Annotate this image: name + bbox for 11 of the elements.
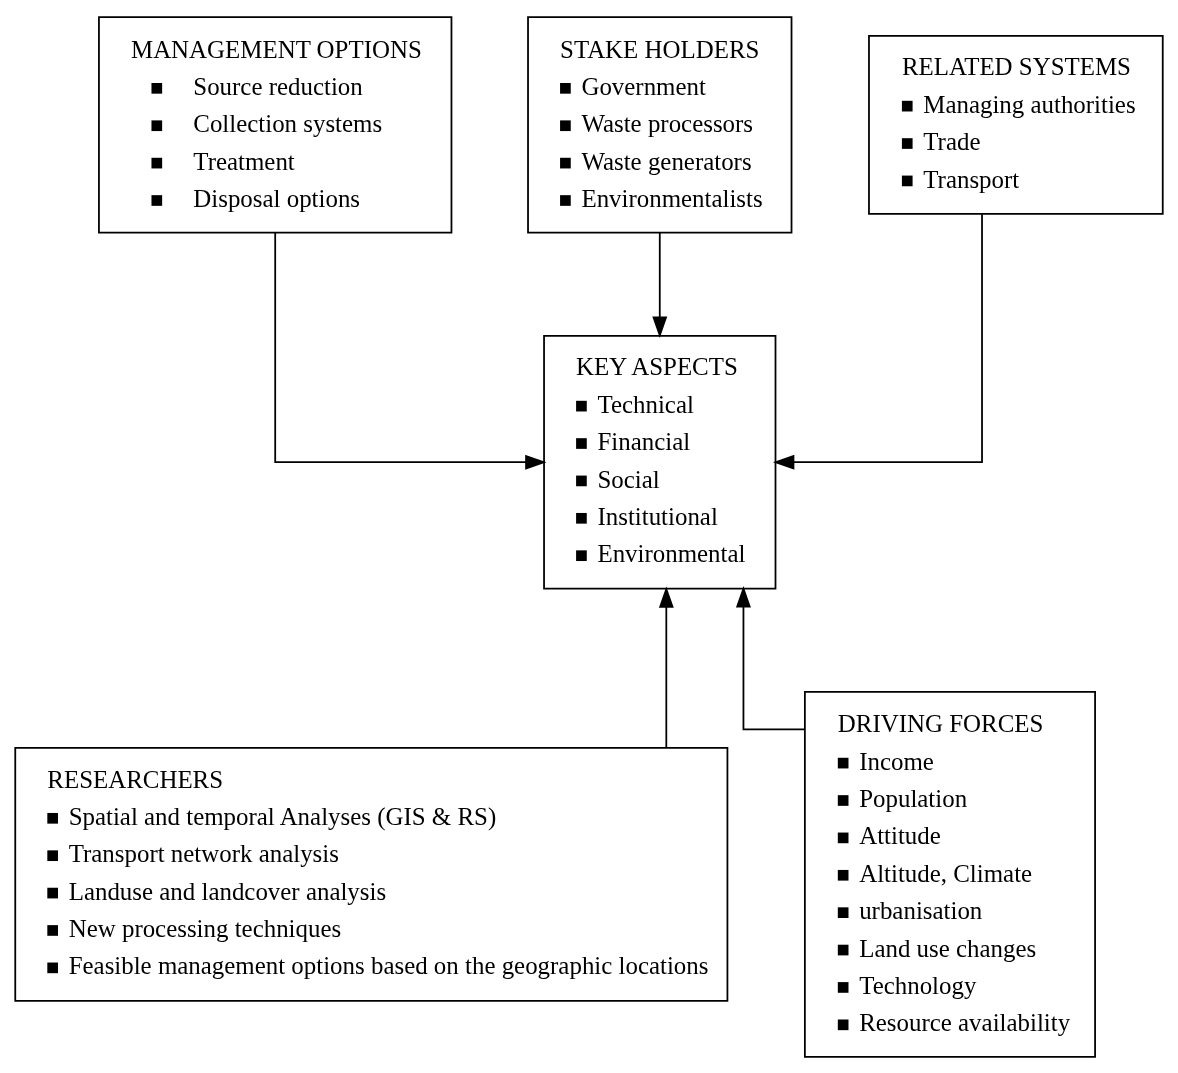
arrow bbox=[652, 231, 668, 338]
arrow bbox=[274, 231, 547, 470]
node-box: DRIVING FORCES Income Population Attitude Altitude, Climate urbanisation Land use changes Technology Resource availability bbox=[804, 690, 1096, 1058]
node-box: RELATED SYSTEMS Managing authorities Trade Transport bbox=[868, 34, 1164, 215]
arrow bbox=[772, 213, 983, 470]
node-box: STAKE HOLDERS Government Waste processors Waste generators Environmentalists bbox=[527, 15, 793, 233]
node-box: RESEARCHERS Spatial and temporal Analyses (GIS & RS) Transport network analysis Landuse and landcover analysis New processing techniques Feasible management options based on the geographic locations bbox=[14, 746, 729, 1002]
arrow bbox=[735, 585, 806, 730]
node-box: MANAGEMENT OPTIONS Source reduction Collection systems Treatment Disposal options bbox=[98, 15, 453, 233]
node-box: KEY ASPECTS Technical Financial Social Institutional Environmental bbox=[543, 334, 777, 589]
arrow bbox=[658, 585, 674, 749]
